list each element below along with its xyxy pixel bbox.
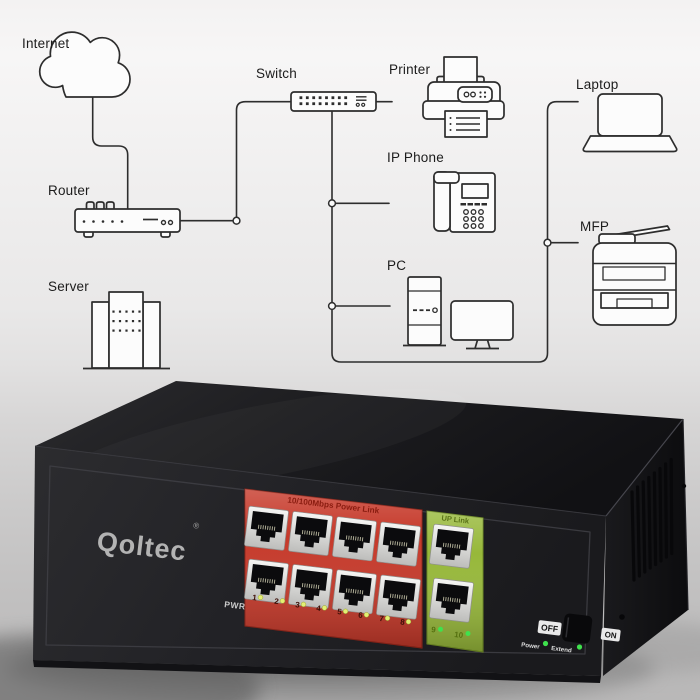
off-label-plate: [537, 620, 562, 636]
chassis-top-face: [35, 381, 683, 516]
port-led-1: [257, 594, 264, 601]
label-router: Router: [48, 183, 90, 198]
rj45-port-5: [243, 558, 290, 604]
port-number-5: 5: [337, 607, 343, 617]
router-icon: [74, 201, 181, 238]
laptop-icon: [582, 93, 678, 153]
rj45-port-3: [331, 516, 378, 562]
rj45-port-1: [243, 505, 290, 551]
off-label: OFF: [541, 622, 559, 634]
port-led-6: [363, 612, 370, 618]
port-number-7: 7: [379, 614, 385, 624]
pwr-label: PWR: [224, 599, 246, 611]
mfp-icon: [592, 225, 677, 326]
port-number-8: 8: [400, 617, 406, 627]
side-screw: [619, 614, 625, 620]
server-icon: [83, 291, 170, 370]
side-vents: [630, 457, 674, 582]
switch-icon: [290, 91, 377, 112]
port-number-1: 1: [252, 593, 258, 603]
label-switch: Switch: [256, 66, 297, 81]
label-laptop: Laptop: [576, 77, 619, 92]
junction-ipphone: [327, 199, 337, 208]
label-pc: PC: [387, 258, 407, 273]
line-internet-router: [91, 96, 129, 209]
pc-icon: [403, 276, 514, 350]
connection-lines: [91, 96, 579, 363]
junction-nodes: [232, 199, 552, 311]
extend-led-label: Extend: [551, 645, 573, 654]
port-led-9: [438, 626, 443, 632]
side-screw-2: [681, 483, 687, 489]
rj45-port-2: [287, 510, 334, 557]
port-led-10: [465, 631, 471, 636]
power-led-label: Power: [521, 642, 541, 651]
rj45-port-10: [428, 577, 475, 623]
ip-phone-icon: [433, 171, 496, 233]
power-toggle: OFF ON: [537, 613, 621, 644]
label-server: Server: [48, 279, 89, 294]
port-led-7: [384, 615, 391, 621]
rj45-port-8: [375, 574, 422, 620]
label-ip-phone: IP Phone: [387, 150, 444, 165]
chassis-bottom-lip: [33, 660, 601, 683]
brand-registered-mark: ®: [193, 521, 200, 531]
printer-icon: [422, 56, 505, 138]
power-led: [542, 640, 549, 647]
cloud-icon: [38, 31, 131, 98]
port-number-6: 6: [358, 611, 364, 621]
rj45-port-4: [375, 521, 422, 567]
label-mfp: MFP: [580, 219, 610, 234]
junction-pc: [327, 301, 337, 311]
port-led-5: [342, 608, 349, 614]
status-leds: Power Extend: [521, 640, 583, 655]
port-led-4: [321, 605, 328, 611]
junction-mfp: [543, 238, 552, 247]
rj45-port-9: [428, 523, 475, 569]
uplink-panel-title: UP Link: [441, 513, 470, 525]
line-trunk: [331, 100, 579, 363]
port-led-3: [300, 601, 307, 608]
on-label: ON: [604, 630, 617, 640]
on-label-plate: [600, 627, 621, 642]
toggle-knob: [562, 613, 593, 644]
port-number-2: 2: [274, 597, 280, 607]
line-junction-switch: [235, 100, 291, 218]
port-number-3: 3: [295, 600, 301, 610]
junction-router: [232, 216, 241, 225]
extend-led: [576, 644, 583, 650]
port-led-8: [405, 619, 412, 625]
label-internet: Internet: [22, 36, 70, 51]
port-led-2: [279, 598, 286, 604]
port-number-9: 9: [431, 625, 437, 635]
port-number-10: 10: [454, 630, 464, 640]
port-number-4: 4: [316, 604, 322, 614]
label-printer: Printer: [389, 62, 431, 77]
